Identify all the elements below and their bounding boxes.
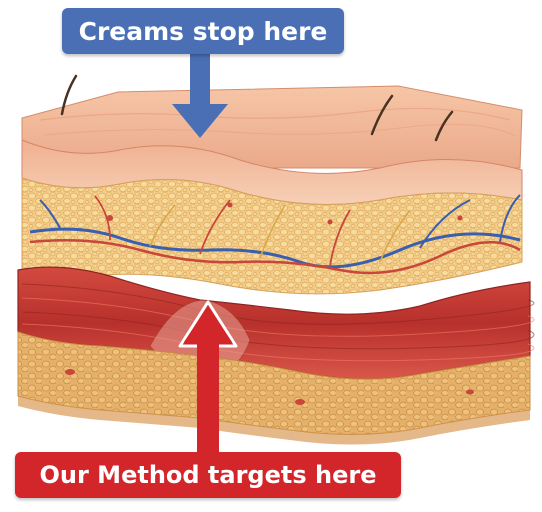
- arrow-up-icon: [178, 300, 238, 456]
- arrow-down-icon: [172, 54, 228, 138]
- hair-icon: [60, 74, 78, 116]
- hair-icon: [434, 110, 454, 142]
- dermis-fat-layer: [21, 177, 523, 295]
- hair-icon: [370, 94, 394, 136]
- creams-label: Creams stop here: [62, 8, 344, 54]
- method-label: Our Method targets here: [15, 452, 401, 498]
- artery-vessel: [29, 238, 521, 275]
